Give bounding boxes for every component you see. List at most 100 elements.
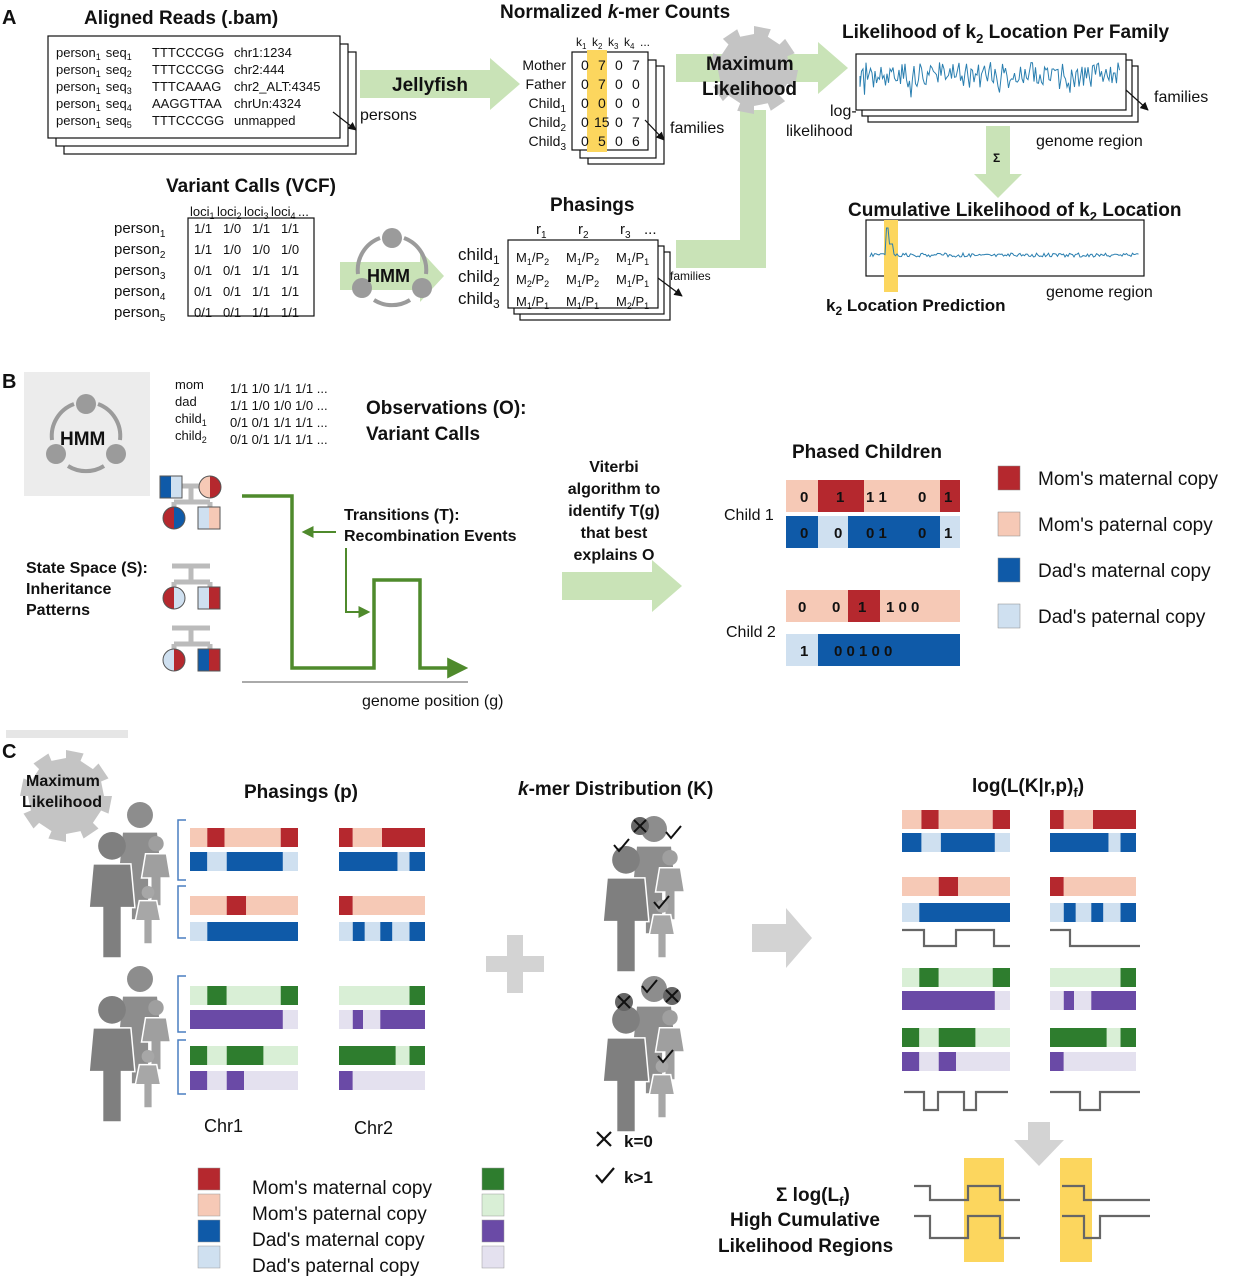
phase-value: 1 [944, 489, 952, 506]
divider-bar [6, 730, 128, 738]
phase-value: 0 [832, 599, 840, 616]
kmer-cell: 0 [581, 133, 589, 149]
ml-label-2: Likelihood [702, 79, 797, 100]
vcf-cell: 0/1 [194, 284, 212, 299]
child1-label: Child 1 [724, 507, 774, 524]
vcf-col-header: loci2 [217, 204, 242, 221]
panel-label-b: B [2, 371, 16, 393]
vcf-title: Variant Calls (VCF) [166, 176, 336, 197]
svg-text:Patterns: Patterns [26, 602, 90, 619]
observation-row-values: 1/1 1/0 1/0 1/0 ... [230, 398, 328, 413]
transitions-label-2: Recombination Events [344, 528, 517, 545]
legend-swatch-c-alt [481, 1245, 505, 1269]
vcf-cell: 0/1 [223, 284, 241, 299]
observation-row-values: 0/1 0/1 1/1 1/1 ... [230, 415, 328, 430]
phasing-row-label: child2 [458, 267, 500, 289]
loglik-ylabel-1: log- [830, 103, 857, 120]
kmer-cell: 0 [632, 76, 640, 92]
phasing-col-header: r3 [620, 221, 631, 241]
svg-text:identify T(g): identify T(g) [568, 503, 660, 520]
svg-text:that best: that best [581, 525, 648, 542]
hmm-cycle-a: HMM [340, 228, 444, 308]
phase-value: 0 [918, 489, 926, 506]
recombination-step-plot: Transitions (T): Recombination Events ge… [242, 494, 517, 710]
legend-swatch [997, 603, 1021, 629]
inheritance-pedigrees [159, 475, 222, 672]
kmer-col-header: k1 [576, 35, 587, 51]
svg-text:explains O: explains O [574, 547, 655, 564]
k2-highlight [587, 50, 607, 152]
maximum-likelihood-arrow: Maximum Likelihood [676, 26, 848, 268]
legend-label-c: Dad's maternal copy [252, 1230, 425, 1251]
legend-label-c: Dad's paternal copy [252, 1256, 420, 1277]
family-icons-middle [602, 816, 686, 1133]
observation-row-label: dad [175, 394, 197, 409]
kmer-row-label: Child2 [529, 114, 567, 134]
legend-swatch [997, 511, 1021, 537]
vcf-cell: 0/1 [194, 305, 212, 320]
bam-loc: chr1:1234 [234, 45, 292, 60]
ml-label-c-2: Likelihood [22, 794, 102, 811]
plus-icon [486, 935, 544, 993]
vcf-cell: 1/1 [252, 263, 270, 278]
likelihood-trace [859, 62, 1120, 98]
observation-row-label: child1 [175, 411, 207, 428]
vcf-cell: 1/1 [281, 284, 299, 299]
vcf-cell: 1/1 [252, 284, 270, 299]
loglik-ylabel-2: likelihood [786, 123, 853, 140]
phase-value: 1 0 0 [886, 599, 919, 616]
phase-value: 1 [858, 599, 866, 616]
kmer-col-header: ... [640, 35, 650, 49]
observations-title-1: Observations (O): [366, 398, 526, 419]
svg-text:k=0: k=0 [624, 1132, 653, 1151]
kmer-col-header: k2 [592, 35, 603, 51]
phasing-row-label: child1 [458, 245, 500, 267]
vcf-cell: 1/0 [281, 242, 299, 257]
kmer-row-label: Child3 [529, 133, 567, 153]
high-cumulative-label: High Cumulative [730, 1210, 880, 1231]
phase-value: 0 [800, 489, 808, 506]
kmer-cell: 5 [598, 133, 606, 149]
phase-value: 1 1 [866, 489, 887, 506]
legend-label: Dad's maternal copy [1038, 561, 1211, 582]
kmer-cell: 7 [632, 114, 640, 130]
kmer-cell: 0 [581, 57, 589, 73]
vcf-col-header: loci4 [271, 204, 296, 221]
genome-region-label-1: genome region [1036, 133, 1143, 150]
svg-text:Viterbi: Viterbi [589, 459, 639, 476]
bam-loc: chrUn:4324 [234, 96, 301, 111]
bam-read: TTTCCCGG [152, 113, 224, 128]
bam-title: Aligned Reads (.bam) [84, 8, 278, 29]
svg-text:k>1: k>1 [624, 1168, 653, 1187]
legend-swatch-c [197, 1167, 221, 1191]
phase-value: 0 [800, 525, 808, 542]
legend-label: Mom's paternal copy [1038, 515, 1213, 536]
kmer-col-header: k4 [624, 35, 635, 51]
state-space-label: State Space (S): Inheritance Patterns [26, 560, 148, 619]
phasing-row-label: child3 [458, 289, 500, 311]
kmer-cell: 0 [581, 76, 589, 92]
jellyfish-label: Jellyfish [392, 75, 468, 96]
cumulative-title: Cumulative Likelihood of k2 Location [848, 200, 1181, 224]
legend-label-c: Mom's maternal copy [252, 1178, 432, 1199]
phasing-cell: M2/P2 [516, 272, 549, 289]
legend-swatch [997, 557, 1021, 583]
genome-region-label-2: genome region [1046, 284, 1153, 301]
cumulative-trace [869, 227, 1139, 259]
observation-row-label: child2 [175, 428, 207, 445]
kmer-row-label: Mother [522, 57, 566, 73]
sum-log-label: Σ log(Lf) [776, 1185, 850, 1209]
vcf-cell: 0/1 [194, 263, 212, 278]
phase-value: 1 [800, 643, 808, 660]
bam-read: TTTCAAAG [152, 79, 221, 94]
observation-row-label: mom [175, 377, 204, 392]
legend-label: Mom's maternal copy [1038, 469, 1218, 490]
phasings-title: Phasings [550, 195, 634, 216]
vcf-row-label: person3 [114, 262, 166, 282]
chr2-label: Chr2 [354, 1118, 393, 1138]
hmm-label-a: HMM [367, 266, 410, 286]
vcf-row-label: person2 [114, 241, 166, 261]
